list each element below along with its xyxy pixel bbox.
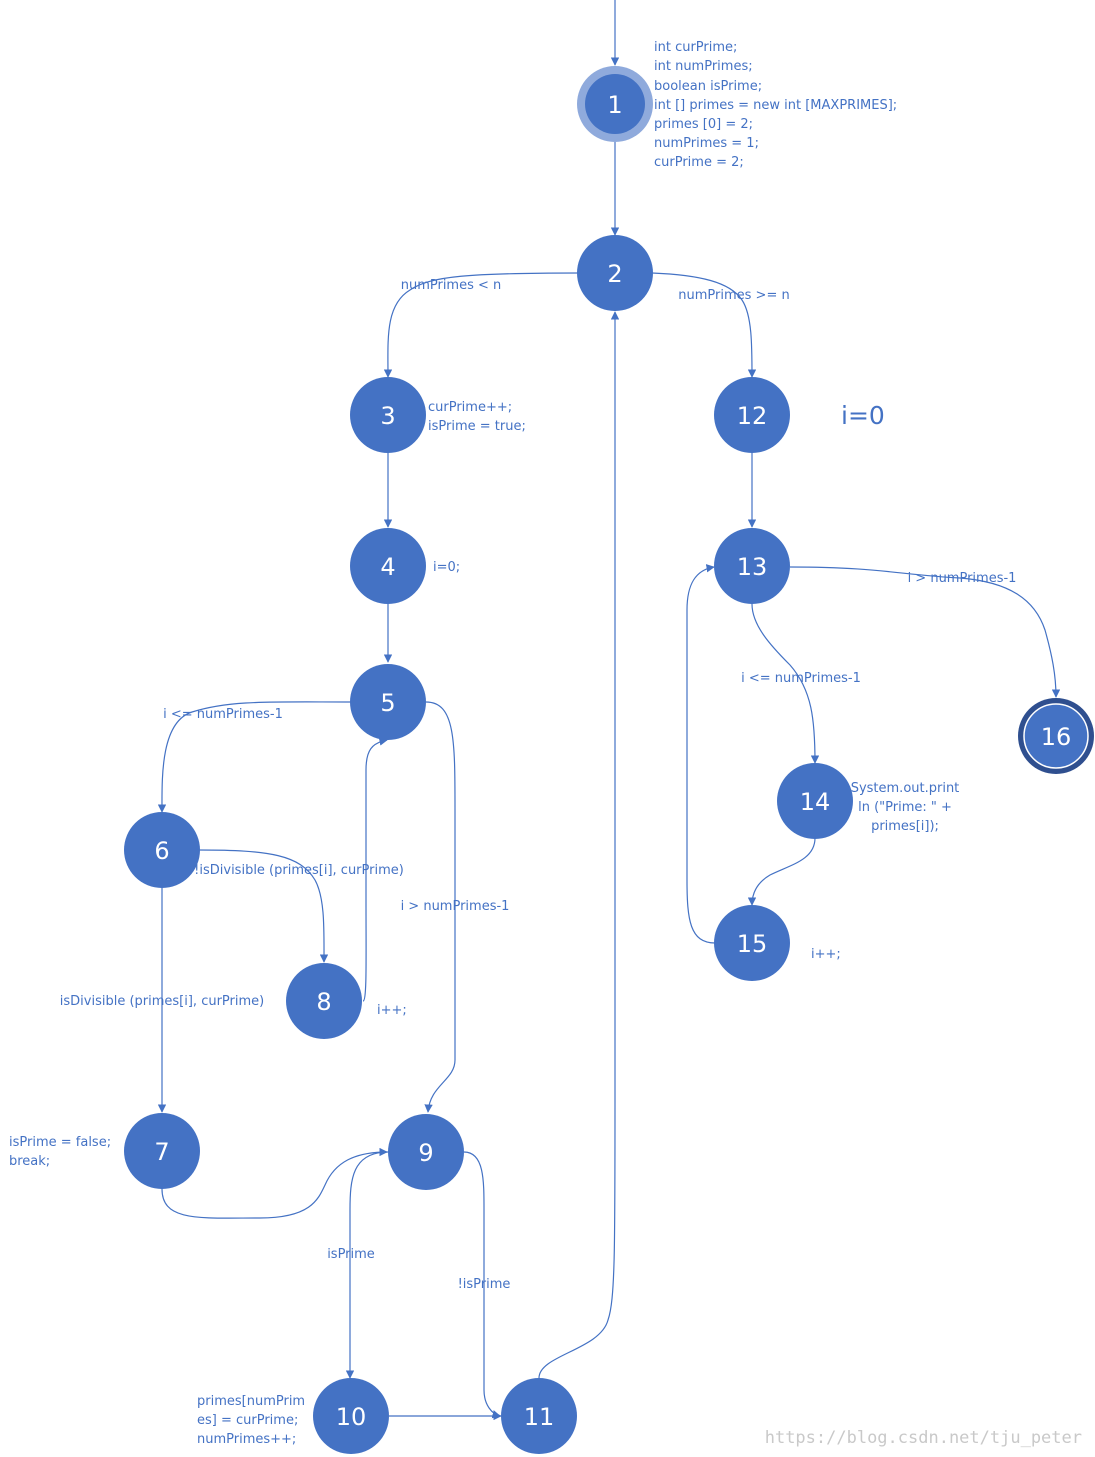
- annotation-line: es] = curPrime;: [197, 1413, 298, 1428]
- annotation-line: isPrime = true;: [428, 419, 526, 434]
- annotation-line: isPrime = false;: [9, 1135, 111, 1150]
- annotation-line: break;: [9, 1154, 50, 1169]
- node-16-label: 16: [1041, 723, 1072, 751]
- edge-2-3: [383, 272, 579, 378]
- node-13-label: 13: [737, 553, 768, 581]
- edge-label-13-16: i > numPrimes-1: [908, 571, 1017, 586]
- annotation-node-12: i=0: [841, 401, 885, 430]
- edge-label-2-12: numPrimes >= n: [678, 288, 789, 303]
- annotation-node-15: i++;: [811, 947, 841, 962]
- annotation-line: int numPrimes;: [654, 59, 753, 74]
- annotation-line: int [] primes = new int [MAXPRIMES];: [654, 98, 897, 113]
- annotation-node-14: System.out.print ln ("Prime: " + primes[…: [851, 781, 960, 834]
- annotation-line: ln ("Prime: " +: [858, 800, 952, 815]
- annotation-line: curPrime = 2;: [654, 155, 744, 170]
- node-15-label: 15: [737, 930, 768, 958]
- node-15: 15: [714, 905, 790, 981]
- watermark: https://blog.csdn.net/tju_peter: [765, 1428, 1082, 1448]
- node-6: 6: [124, 812, 200, 888]
- annotation-node-1: int curPrime; int numPrimes; boolean isP…: [654, 40, 897, 170]
- edge-label-6-7: isDivisible (primes[i], curPrime): [60, 994, 264, 1009]
- node-8-label: 8: [316, 988, 331, 1016]
- edge-6-8: [198, 849, 329, 963]
- annotation-node-10: primes[numPrim es] = curPrime; numPrimes…: [197, 1394, 305, 1447]
- edge-label-9-10: isPrime: [327, 1247, 375, 1262]
- edge-13-16: [789, 566, 1061, 698]
- node-13: 13: [714, 528, 790, 604]
- node-14-label: 14: [800, 788, 831, 816]
- edge-13-14: [751, 603, 820, 764]
- annotation-node-7: isPrime = false; break;: [9, 1135, 111, 1169]
- annotation-line: curPrime++;: [428, 400, 512, 415]
- edge-2-12: [651, 272, 757, 378]
- node-12: 12: [714, 377, 790, 453]
- edge-8-5: [362, 737, 388, 1002]
- annotation-line: numPrimes++;: [197, 1432, 296, 1447]
- edge-5-9: [424, 701, 456, 1113]
- node-3: 3: [350, 377, 426, 453]
- node-1: 1: [577, 66, 653, 142]
- node-7-label: 7: [154, 1138, 169, 1166]
- edge-label-9-11: !isPrime: [458, 1277, 511, 1292]
- edge-label-6-8: !isDivisible (primes[i], curPrime): [194, 863, 404, 878]
- node-10: 10: [313, 1378, 389, 1454]
- node-12-label: 12: [737, 402, 768, 430]
- node-8: 8: [286, 963, 362, 1039]
- edge-14-15: [747, 837, 816, 906]
- edge-label-5-6: i <= numPrimes-1: [163, 707, 283, 722]
- edge-11-2: [538, 311, 620, 1379]
- node-11-label: 11: [524, 1403, 555, 1431]
- edge-5-6: [157, 701, 352, 813]
- edge-9-10: [345, 1151, 389, 1379]
- node-5: 5: [350, 664, 426, 740]
- edge-15-13: [686, 564, 716, 944]
- annotation-node-3: curPrime++; isPrime = true;: [428, 400, 526, 434]
- node-2: 2: [577, 235, 653, 311]
- edge-label-5-9: i > numPrimes-1: [401, 899, 510, 914]
- node-9: 9: [388, 1114, 464, 1190]
- node-3-label: 3: [380, 402, 395, 430]
- annotation-node-8: i++;: [377, 1003, 407, 1018]
- node-1-label: 1: [607, 91, 622, 119]
- node-11: 11: [501, 1378, 577, 1454]
- edge-7-9: [161, 1147, 388, 1219]
- annotation-line: primes[numPrim: [197, 1394, 305, 1409]
- node-2-label: 2: [607, 260, 622, 288]
- edge-label-13-14: i <= numPrimes-1: [741, 671, 861, 686]
- node-4: 4: [350, 528, 426, 604]
- edge-9-11: [463, 1151, 501, 1419]
- node-4-label: 4: [380, 553, 395, 581]
- annotation-node-4: i=0;: [433, 560, 460, 575]
- node-16: 16: [1018, 698, 1094, 774]
- annotation-line: primes [0] = 2;: [654, 117, 753, 132]
- node-5-label: 5: [380, 689, 395, 717]
- edge-label-2-3: numPrimes < n: [401, 278, 502, 293]
- annotation-line: numPrimes = 1;: [654, 136, 759, 151]
- node-7: 7: [124, 1113, 200, 1189]
- node-14: 14: [777, 763, 853, 839]
- node-6-label: 6: [154, 837, 169, 865]
- annotation-line: primes[i]);: [871, 819, 939, 834]
- annotation-line: int curPrime;: [654, 40, 737, 55]
- annotation-line: boolean isPrime;: [654, 79, 762, 94]
- annotation-line: System.out.print: [851, 781, 960, 796]
- node-10-label: 10: [336, 1403, 367, 1431]
- node-9-label: 9: [418, 1139, 433, 1167]
